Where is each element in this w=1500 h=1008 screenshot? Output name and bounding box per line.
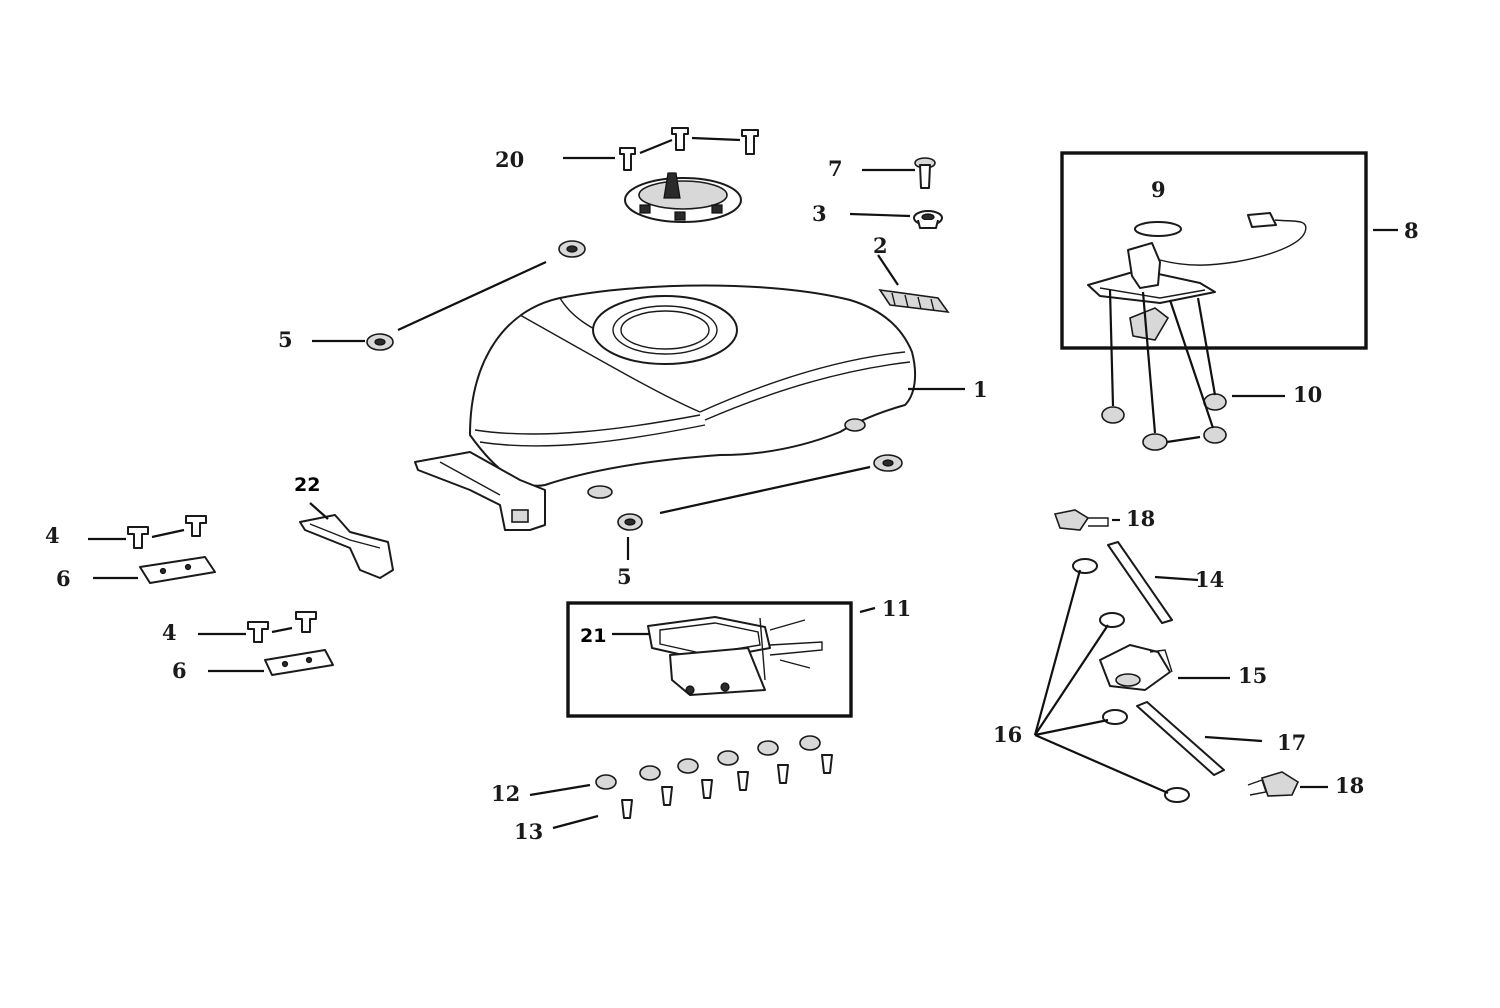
callout-11: 11 [882, 596, 911, 621]
callout-labels: 1 2 3 4 4 5 5 6 6 7 8 9 10 11 12 13 14 1… [45, 147, 1419, 844]
callout-3: 3 [812, 201, 827, 226]
callout-10: 10 [1293, 382, 1322, 407]
hose-17 [1136, 701, 1225, 776]
mount-bolts-4 [127, 515, 317, 643]
callout-14: 14 [1195, 567, 1224, 592]
fuel-valve-box [566, 601, 853, 718]
leader-lines [88, 136, 1398, 830]
fuel-filter-15 [1099, 644, 1173, 691]
callout-13: 13 [514, 819, 543, 844]
mount-plates-6 [139, 556, 334, 676]
callout-18-upper: 18 [1126, 506, 1155, 531]
callout-8: 8 [1404, 218, 1419, 243]
hose-clamps-16 [1072, 558, 1190, 803]
fuel-tank [414, 284, 917, 531]
hose-14 [1107, 541, 1173, 624]
washers-12 [595, 735, 821, 790]
pump-nuts-10 [1101, 393, 1227, 451]
callout-6-upper: 6 [56, 566, 71, 591]
callout-22: 22 [294, 474, 320, 496]
callout-6-lower: 6 [172, 658, 187, 683]
callout-15: 15 [1238, 663, 1267, 688]
callout-17: 17 [1277, 730, 1306, 755]
callout-18-lower: 18 [1335, 773, 1364, 798]
callout-21: 21 [580, 625, 606, 647]
bolt-7 [914, 157, 936, 189]
fuel-pump-assembly-box [1060, 151, 1368, 350]
bracket-22 [299, 514, 394, 579]
bracket-2 [878, 288, 950, 314]
filler-cap [624, 172, 742, 223]
grommet-3 [913, 210, 943, 229]
hose-fittings-18 [1053, 509, 1300, 797]
callout-20: 20 [495, 147, 524, 172]
fuel-pump [1087, 212, 1307, 341]
callout-4-lower: 4 [162, 620, 177, 645]
screws-13 [621, 754, 833, 819]
callout-2: 2 [873, 233, 888, 258]
callout-16: 16 [993, 722, 1022, 747]
callout-1: 1 [973, 377, 988, 402]
callout-7: 7 [828, 156, 843, 181]
callout-9: 9 [1151, 177, 1166, 202]
fuel-valve [647, 616, 823, 696]
callout-5-left: 5 [278, 327, 293, 352]
grommets-5 [366, 240, 903, 531]
cap-bolts [619, 127, 759, 171]
callout-4-upper: 4 [45, 523, 60, 548]
callout-5-bottom: 5 [617, 564, 632, 589]
callout-12: 12 [491, 781, 520, 806]
